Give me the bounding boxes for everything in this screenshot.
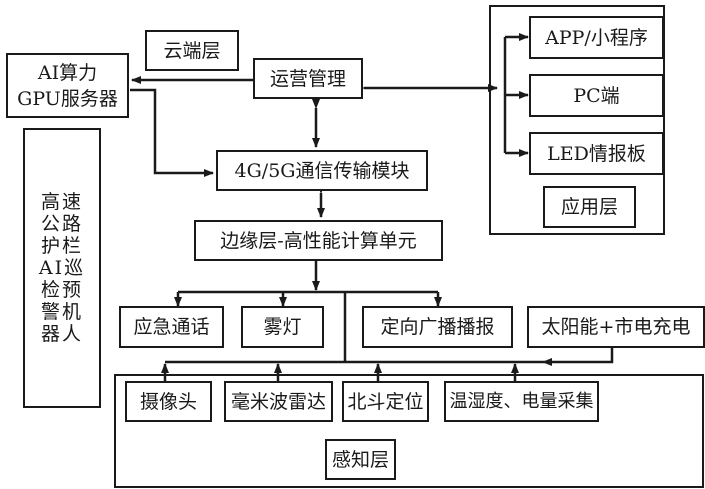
application-layer-group <box>489 5 665 235</box>
comm-module-box: 4G/5G通信传输模块 <box>216 150 428 191</box>
robot-title-line: AI巡 <box>38 257 86 279</box>
actuator-emergency-call: 应急通话 <box>119 306 224 348</box>
sensor-beidou: 北斗定位 <box>342 381 429 422</box>
power-supply-box: 太阳能+市电充电 <box>527 306 705 348</box>
app-item-led-board: LED情报板 <box>529 132 664 175</box>
robot-title-line: 护栏 <box>40 235 83 257</box>
ai-server-line2: GPU服务器 <box>17 87 118 110</box>
perception-layer-group <box>114 374 704 488</box>
application-layer-label: 应用层 <box>543 186 636 228</box>
robot-title-box: 高速 公路 护栏 AI巡 检预 警机 器人 <box>23 128 101 408</box>
sensor-camera: 摄像头 <box>125 381 212 422</box>
actuator-fog-light: 雾灯 <box>241 306 324 348</box>
robot-title-line: 公路 <box>40 213 83 235</box>
robot-title-line: 检预 <box>40 279 83 301</box>
operations-box: 运营管理 <box>253 58 363 99</box>
ai-server-box: AI算力 GPU服务器 <box>6 53 129 118</box>
ai-server-line1: AI算力 <box>37 61 98 84</box>
robot-title-line: 器人 <box>40 323 83 345</box>
edge-ai-to-comm <box>130 88 214 177</box>
actuator-broadcast: 定向广播播报 <box>362 306 513 348</box>
sensor-temp-humidity-power: 温湿度、电量采集 <box>444 381 599 422</box>
edge-unit-box: 边缘层-高性能计算单元 <box>194 220 443 261</box>
app-item-miniprogram: APP/小程序 <box>529 16 664 59</box>
robot-title-line: 高速 <box>40 191 83 213</box>
cloud-layer-label: 云端层 <box>145 30 239 71</box>
app-item-pc: PC端 <box>529 74 664 117</box>
robot-title-line: 警机 <box>40 301 83 323</box>
sensor-mmwave-radar: 毫米波雷达 <box>224 381 333 422</box>
perception-layer-label: 感知层 <box>325 439 396 480</box>
